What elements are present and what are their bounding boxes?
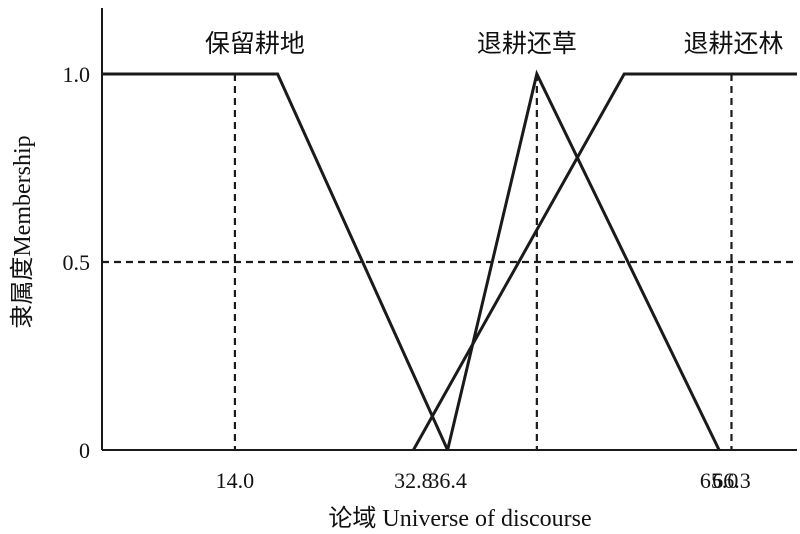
series-label-1: 保留耕地 bbox=[205, 29, 305, 58]
series-labels: 保留耕地 退耕还草 退耕还林 bbox=[205, 29, 784, 58]
series-label-3: 退耕还林 bbox=[683, 29, 783, 58]
y-tick-label: 1.0 bbox=[63, 62, 91, 87]
x-tick-label: 14.0 bbox=[216, 468, 255, 493]
series-line-1 bbox=[102, 72, 449, 451]
y-axis-title: 隶属度Membership bbox=[9, 135, 36, 328]
x-tick-labels: 14.0 32.836.4 65.066.3 bbox=[216, 468, 751, 493]
y-tick-label: 0 bbox=[79, 438, 90, 463]
x-tick-label: 65.0 bbox=[700, 468, 739, 493]
series-label-2: 退耕还草 bbox=[477, 29, 577, 58]
axes bbox=[101, 8, 797, 451]
x-tick-label: 36.4 bbox=[428, 468, 467, 493]
x-tick-label: 32.8 bbox=[394, 468, 433, 493]
series-line-2 bbox=[446, 69, 721, 451]
x-tick-label: 66.3 bbox=[712, 468, 751, 493]
reference-lines bbox=[102, 74, 797, 450]
series-line-3 bbox=[412, 72, 797, 451]
series-lines bbox=[102, 69, 797, 451]
y-tick-labels: 0 0.5 1.0 bbox=[63, 62, 91, 463]
y-tick-label: 0.5 bbox=[63, 250, 91, 275]
x-axis-title: 论域 Universe of discourse bbox=[328, 505, 591, 532]
